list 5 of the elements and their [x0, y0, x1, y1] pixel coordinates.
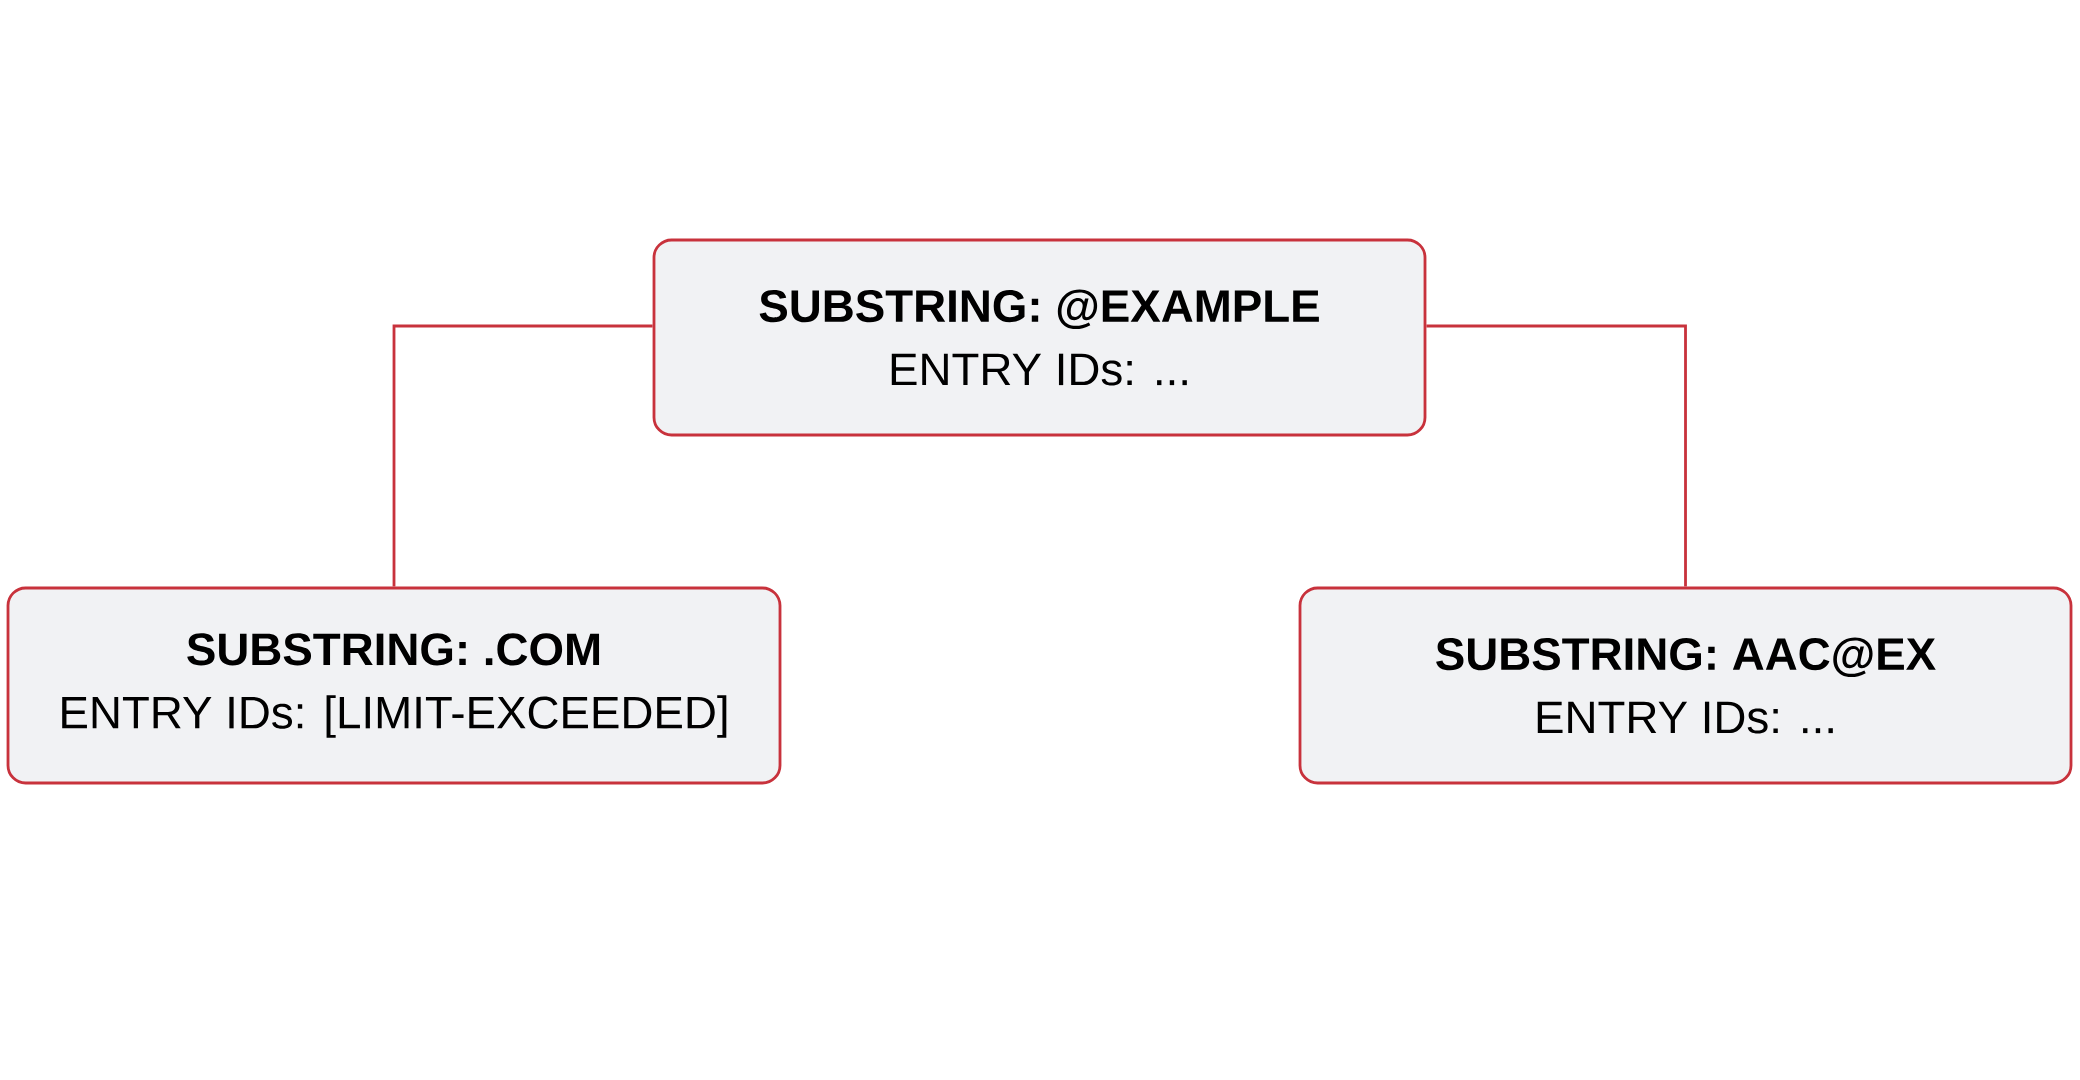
text-box: SUBSTRING: .COM ENTRY IDs: [LIMIT-EXCEEDED] [6, 586, 782, 785]
text-box: SUBSTRING: @EXAMPLE ENTRY IDs: ... [652, 238, 1427, 437]
connector-line [1426, 324, 1687, 587]
connector-line [392, 324, 653, 587]
text-box: SUBSTRING: AAC@EX ENTRY IDs: ... [1298, 586, 2073, 785]
